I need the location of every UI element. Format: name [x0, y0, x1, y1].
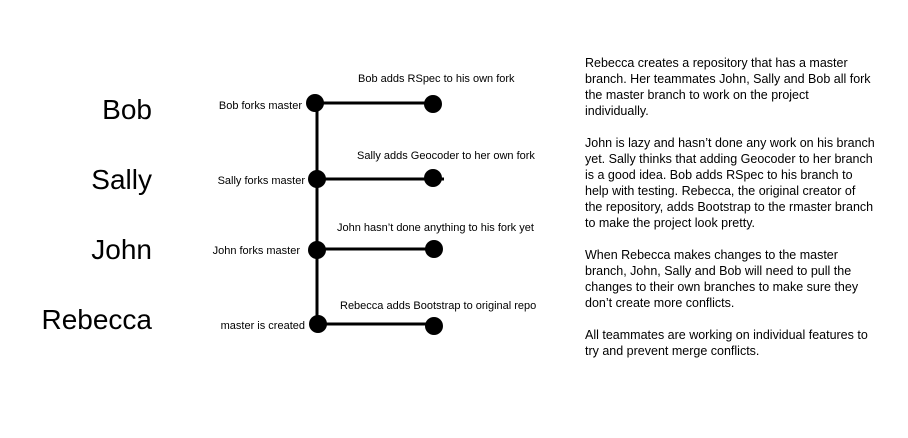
- rebecca-commit-node: [425, 317, 443, 335]
- bob-fork-label: Bob forks master: [218, 100, 302, 112]
- john-commit-label: John hasn’t done anything to his fork ye…: [337, 222, 534, 234]
- bob-commit-label: Bob adds RSpec to his own fork: [358, 73, 515, 85]
- bob-fork-node: [306, 94, 324, 112]
- description-paragraph: John is lazy and hasn’t done any work on…: [585, 136, 875, 230]
- sally-fork-label: Sally forks master: [217, 175, 305, 187]
- person-name-rebecca: Rebecca: [41, 304, 152, 335]
- description-text: Rebecca creates a repository that has a …: [585, 55, 875, 375]
- master-created-label: master is created: [220, 320, 305, 332]
- description-paragraph: When Rebecca makes changes to the master…: [585, 248, 859, 310]
- rebecca-commit-label: Rebecca adds Bootstrap to original repo: [340, 300, 537, 312]
- description-paragraph: Rebecca creates a repository that has a …: [585, 56, 871, 118]
- description-paragraph: All teammates are working on individual …: [585, 328, 868, 358]
- sally-commit-node: [424, 169, 442, 187]
- person-name-sally: Sally: [91, 164, 152, 195]
- john-fork-node: [308, 241, 326, 259]
- master-created-node: [309, 315, 327, 333]
- john-fork-label: John forks master: [212, 245, 300, 257]
- john-commit-node: [425, 240, 443, 258]
- sally-fork-node: [308, 170, 326, 188]
- sally-commit-label: Sally adds Geocoder to her own fork: [357, 150, 535, 162]
- person-name-bob: Bob: [102, 94, 152, 125]
- bob-commit-node: [424, 95, 442, 113]
- person-name-john: John: [91, 234, 152, 265]
